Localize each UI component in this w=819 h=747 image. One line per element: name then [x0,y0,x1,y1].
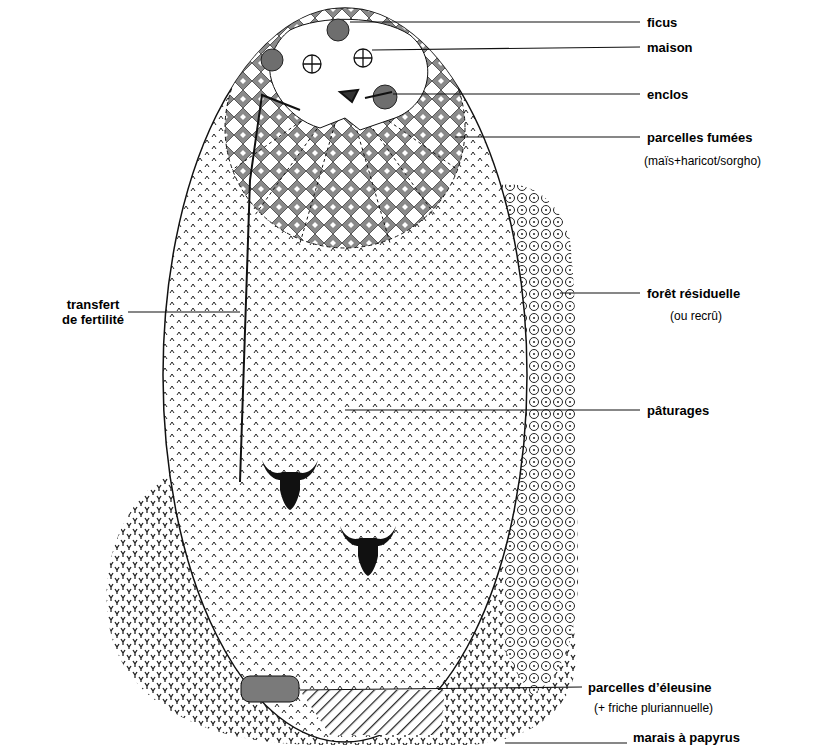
callout-label: (maïs+haricot/sorgho) [642,154,763,169]
enclosure [340,90,392,102]
callout-label: parcelles d’éleusine [586,680,714,695]
fallow-area [300,690,445,735]
callout-label: forêt résiduelle [645,286,742,301]
cattle-symbol [262,460,396,576]
manured-plots [225,8,465,248]
callout-label: (ou recrû) [668,309,724,324]
callout-label: enclos [645,87,690,102]
callout-label: parcelles fumées [645,130,755,145]
callout-label: (+ friche pluriannuelle) [592,701,715,716]
callout-label: transfert de fertilité [58,297,128,327]
callout-label: pâturages [645,403,711,418]
ficus-tree [261,19,397,109]
leader-line [125,22,640,743]
pasture-ellipse [163,8,527,742]
homestead-yard [270,19,428,130]
callout-label: marais à papyrus [631,730,742,745]
callout-label: ficus [645,15,679,30]
callout-label: maison [645,40,695,55]
house-symbol [303,49,372,73]
finger-millet-plot [241,676,299,702]
fertility-transfer-line [240,95,300,482]
